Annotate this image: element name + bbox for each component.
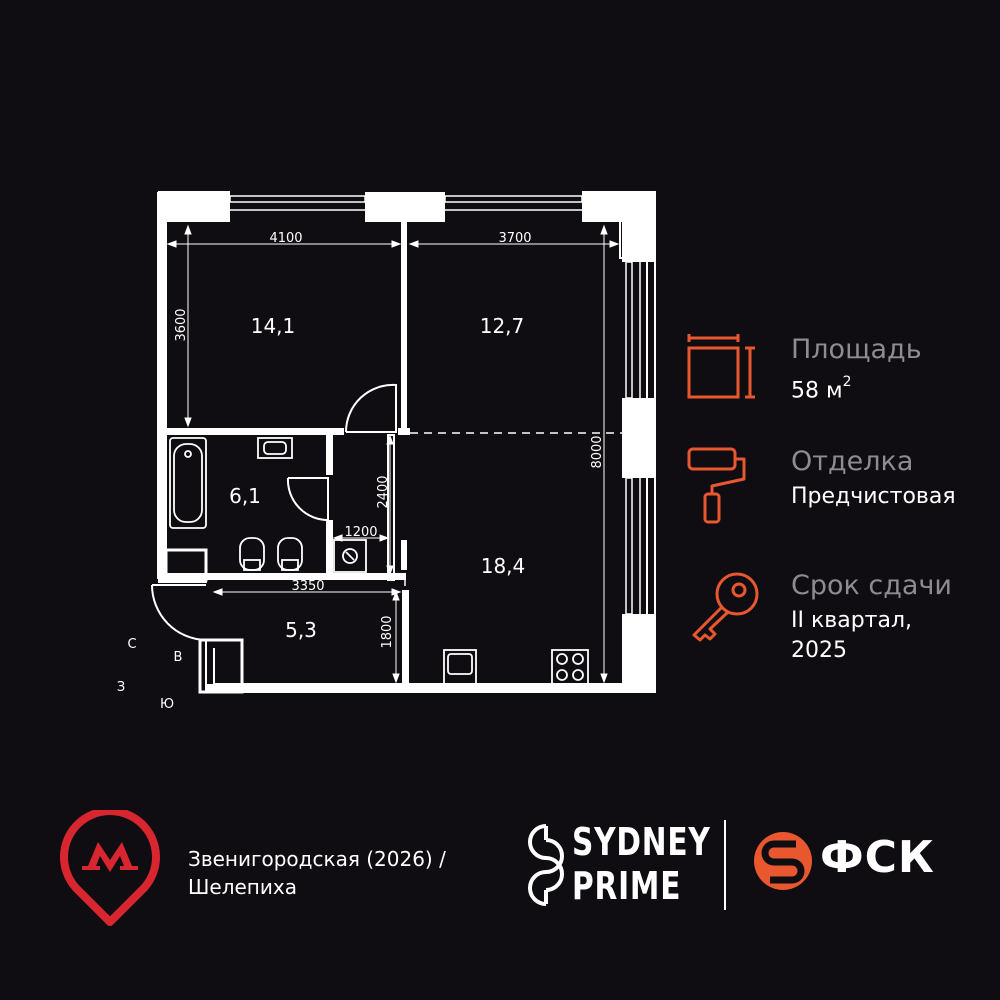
dim-4100: 4100 — [269, 231, 302, 246]
dim-2400: 2400 — [376, 475, 391, 508]
sink — [257, 437, 293, 459]
compass-east: В — [174, 650, 183, 665]
dim-3350: 3350 — [291, 579, 324, 594]
right-windows — [622, 261, 655, 692]
fsk-icon — [754, 832, 812, 890]
metro-station: Звенигородская (2026) / Шелепиха — [188, 845, 446, 901]
sydney-s-icon — [528, 824, 564, 906]
room-area-kitchen: 18,4 — [481, 554, 526, 578]
compass: С В З Ю — [117, 637, 183, 712]
stove — [551, 649, 589, 685]
compass-west: З — [117, 680, 125, 695]
area-icon — [687, 334, 755, 399]
dim-8000: 8000 — [590, 435, 605, 468]
brand-word1: SYDNEY — [572, 820, 711, 864]
room-area-hall: 5,3 — [285, 618, 317, 642]
key-icon — [692, 572, 759, 642]
dimension-lines — [166, 224, 620, 684]
doors — [151, 383, 397, 641]
area-number: 58 м — [791, 378, 843, 404]
area-value: 58 м2 — [791, 370, 852, 406]
compass-south: Ю — [160, 697, 174, 712]
finish-label: Отделка — [791, 446, 914, 477]
area-unit-sup: 2 — [842, 374, 852, 390]
door-bath — [286, 477, 329, 522]
door-bedroom — [344, 383, 397, 433]
room-area-14: 14,1 — [251, 314, 296, 338]
metro-line1: Звенигородская (2026) / — [188, 847, 446, 871]
deadline-line2: 2025 — [791, 638, 847, 663]
dim-3700: 3700 — [498, 231, 531, 246]
dim-1800: 1800 — [380, 615, 395, 648]
brand-word2: PRIME — [572, 864, 682, 908]
floor-plan: 4100 3700 3600 8000 2400 1200 3350 1800 … — [117, 191, 656, 712]
boiler-box — [333, 539, 367, 573]
brand-divider — [724, 820, 726, 910]
top-windows — [166, 192, 655, 262]
bathtub — [169, 437, 207, 529]
metro-icon — [60, 810, 160, 926]
dim-3600: 3600 — [174, 308, 189, 341]
kitchen-fixtures — [443, 649, 589, 685]
compass-north: С — [127, 637, 136, 652]
sydney-prime-logo: SYDNEY PRIME — [524, 822, 714, 912]
room-area-bath: 6,1 — [229, 484, 261, 508]
deadline-value: II квартал, 2025 — [791, 606, 912, 666]
metro-line2: Шелепиха — [188, 875, 297, 899]
dim-1200: 1200 — [344, 525, 377, 540]
room-area-12: 12,7 — [480, 314, 525, 338]
deadline-label: Срок сдачи — [791, 570, 952, 601]
finish-value: Предчистовая — [791, 484, 956, 509]
bathroom-fixtures — [169, 437, 367, 573]
boiler — [342, 548, 358, 564]
kitchen-sink — [443, 649, 477, 685]
paint-roller-icon — [687, 447, 746, 524]
bottom-wall — [206, 684, 655, 692]
deadline-line1: II квартал, — [791, 608, 913, 633]
door-entrance — [151, 584, 207, 641]
developer-name: ФСК — [820, 832, 935, 883]
area-label: Площадь — [791, 334, 922, 365]
interior-walls — [166, 222, 410, 684]
